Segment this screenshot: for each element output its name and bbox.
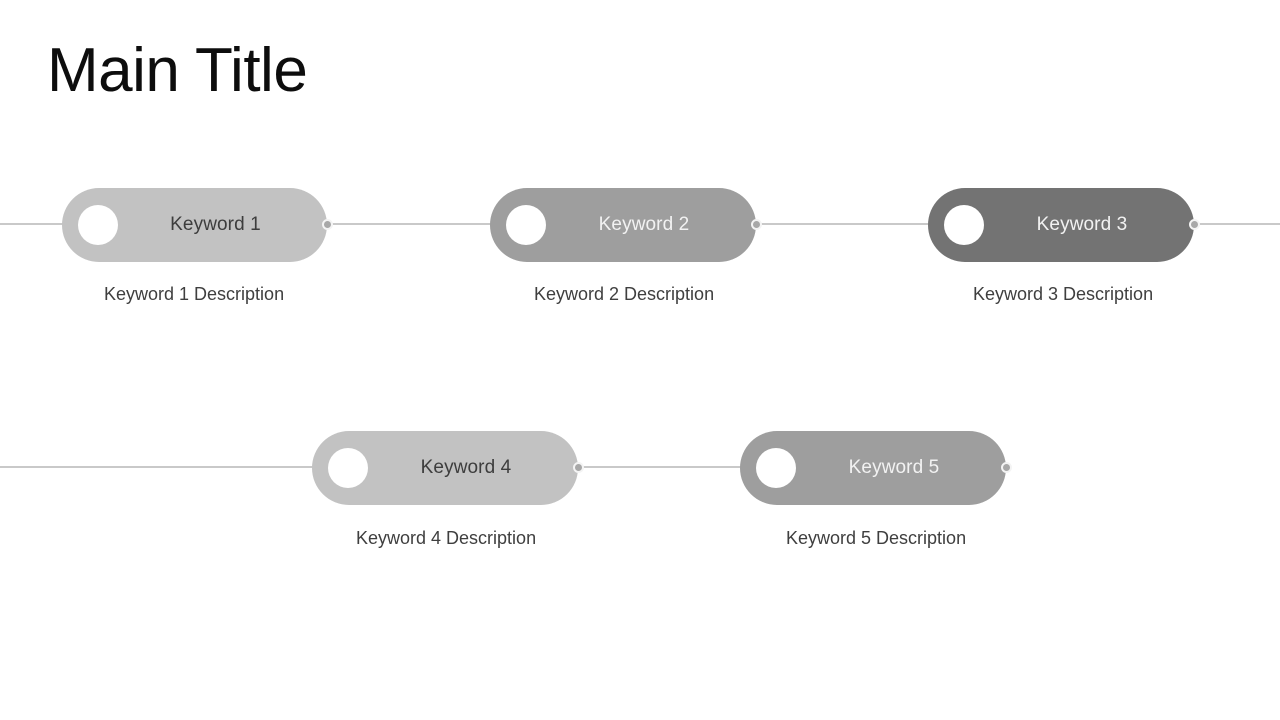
timeline-node-keyword-5[interactable]: Keyword 5: [740, 431, 1012, 505]
node-pill-keyword-4[interactable]: Keyword 4: [312, 431, 578, 505]
node-description-keyword-4: Keyword 4 Description: [356, 528, 537, 548]
node-connector-dot-keyword-5: [1001, 462, 1012, 473]
node-pill-keyword-5[interactable]: Keyword 5: [740, 431, 1006, 505]
node-pill-keyword-3[interactable]: Keyword 3: [928, 188, 1194, 262]
node-label-keyword-3: Keyword 3: [1036, 214, 1128, 235]
node-marker-circle-icon: [506, 205, 546, 245]
node-connector-dot-keyword-3: [1189, 219, 1200, 230]
timeline-node-keyword-1[interactable]: Keyword 1: [62, 188, 333, 262]
node-label-keyword-4: Keyword 4: [420, 457, 512, 478]
node-label-keyword-5: Keyword 5: [848, 457, 940, 478]
timeline-node-keyword-4[interactable]: Keyword 4: [312, 431, 584, 505]
node-marker-circle-icon: [756, 448, 796, 488]
node-pill-keyword-2[interactable]: Keyword 2: [490, 188, 756, 262]
node-description-keyword-3: Keyword 3 Description: [973, 284, 1154, 304]
node-marker-circle-icon: [78, 205, 118, 245]
node-description-keyword-5: Keyword 5 Description: [786, 528, 967, 548]
timeline-node-keyword-3[interactable]: Keyword 3: [928, 188, 1200, 262]
node-connector-dot-keyword-1: [322, 219, 333, 230]
page-title: Main Title: [47, 36, 308, 105]
node-connector-dot-keyword-4: [573, 462, 584, 473]
node-label-keyword-2: Keyword 2: [598, 214, 690, 235]
node-description-keyword-2: Keyword 2 Description: [534, 284, 715, 304]
node-pill-keyword-1[interactable]: Keyword 1: [62, 188, 327, 262]
node-marker-circle-icon: [944, 205, 984, 245]
node-connector-dot-keyword-2: [751, 219, 762, 230]
node-description-keyword-1: Keyword 1 Description: [104, 284, 285, 304]
timeline-node-keyword-2[interactable]: Keyword 2: [490, 188, 762, 262]
node-label-keyword-1: Keyword 1: [170, 214, 261, 235]
node-marker-circle-icon: [328, 448, 368, 488]
